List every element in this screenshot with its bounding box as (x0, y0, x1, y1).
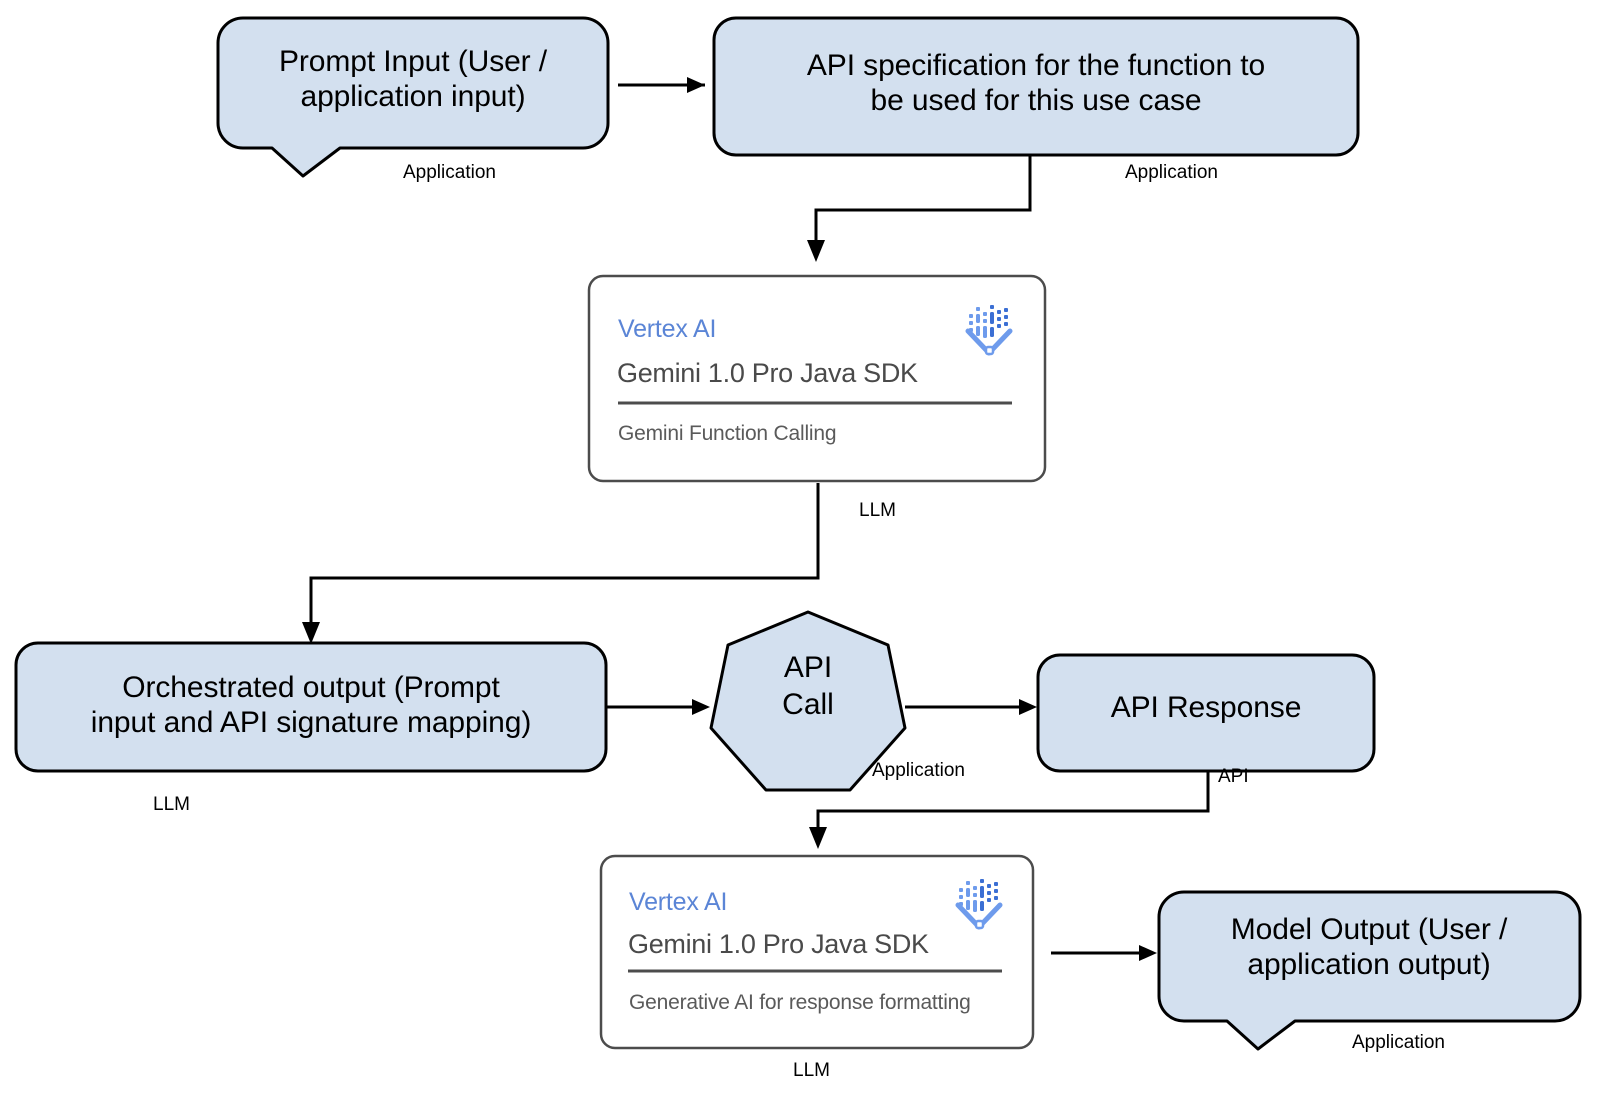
edge-label-vertex-card-bottom: LLM (793, 1060, 830, 1081)
node-shape-api-call[interactable] (709, 610, 907, 792)
node-label-api-response: API Response (1110, 691, 1302, 724)
connector-vertex-top-to-orchestrated (302, 483, 820, 644)
edge-label-orchestrated-output: LLM (153, 794, 190, 815)
vertex-card-bottom-subtitle: Gemini 1.0 Pro Java SDK (628, 929, 929, 959)
edge-label-api-call: Application (872, 760, 965, 781)
vertex-card-top-subtitle: Gemini 1.0 Pro Java SDK (617, 358, 918, 388)
node-shape-vertex-card-top[interactable] (587, 274, 1047, 483)
node-shape-api-spec[interactable] (712, 16, 1360, 157)
connector-apispec-to-vertex-top (807, 155, 1032, 262)
vertex-card-top-title: Vertex AI (618, 315, 717, 343)
vertex-card-bottom-footer: Generative AI for response formatting (629, 991, 971, 1014)
connector-orchestrated-to-apicall (607, 699, 710, 715)
edge-label-prompt-input: Application (403, 162, 496, 183)
node-label-orchestrated-output: Orchestrated output (Prompt input and AP… (90, 671, 532, 740)
connector-vertex-bottom-to-model-output (1051, 945, 1157, 961)
connector-apicall-to-apiresponse (905, 699, 1037, 715)
vertex-card-top-footer: Gemini Function Calling (618, 422, 837, 445)
node-shape-vertex-card-bottom[interactable] (599, 854, 1035, 1050)
node-label-model-output: Model Output (User / application output) (1230, 913, 1508, 982)
edge-label-vertex-card-top: LLM (859, 500, 896, 521)
vertex-card-bottom-title: Vertex AI (629, 888, 728, 916)
node-shape-model-output[interactable] (1157, 890, 1582, 1051)
connector-prompt-to-apispec (618, 77, 705, 93)
node-shape-api-response[interactable] (1036, 653, 1376, 773)
node-label-api-spec: API specification for the function to be… (806, 49, 1266, 118)
edge-label-model-output: Application (1352, 1032, 1445, 1053)
edge-label-api-response: API (1218, 766, 1249, 787)
edge-label-api-spec: Application (1125, 162, 1218, 183)
node-shape-prompt-input[interactable] (216, 16, 610, 178)
node-label-prompt-input: Prompt Input (User / application input) (278, 45, 548, 114)
node-shape-orchestrated-output[interactable] (14, 641, 608, 773)
node-label-api-call: API Call (782, 651, 834, 721)
vertex-ai-logo-icon-bottom (955, 879, 1003, 930)
connector-apiresponse-to-vertex-bottom (809, 771, 1210, 849)
vertex-ai-logo-icon-top (965, 305, 1013, 356)
